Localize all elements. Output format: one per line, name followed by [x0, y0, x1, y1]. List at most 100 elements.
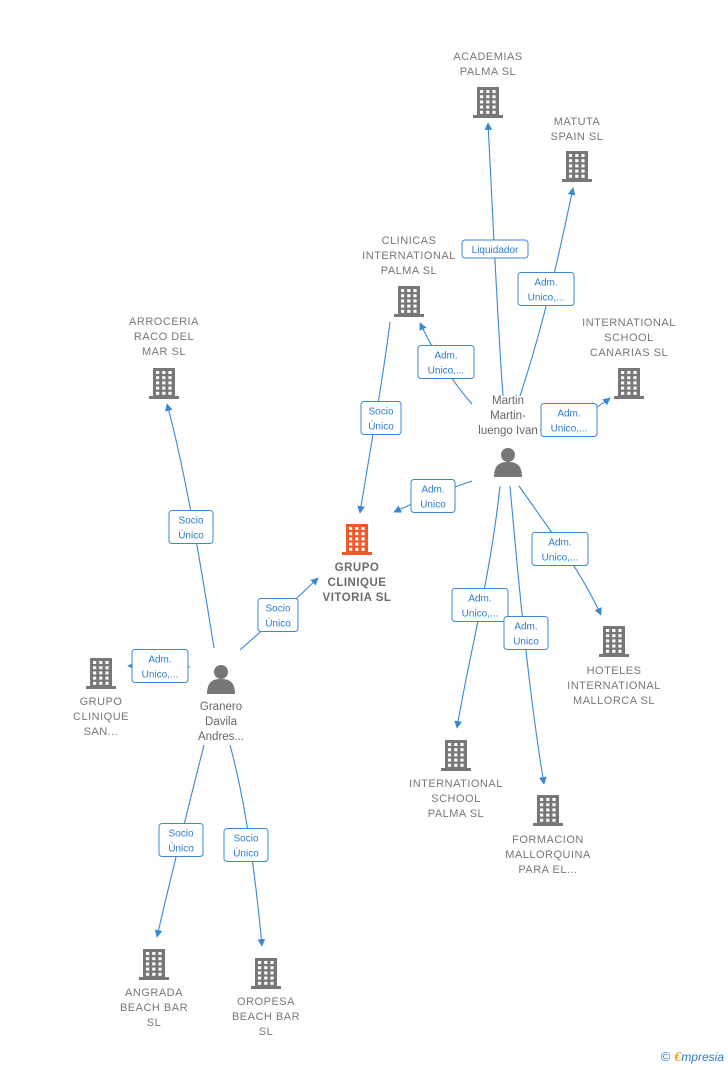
- node-label-line: SCHOOL: [604, 332, 653, 344]
- node-intl-canarias[interactable]: INTERNATIONAL SCHOOL CANARIAS SL: [582, 317, 676, 399]
- brand-logo-initial: €: [674, 1050, 682, 1065]
- node-label-line: MALLORCA SL: [573, 695, 655, 707]
- footer-brand[interactable]: ©€mpresia: [661, 1049, 724, 1066]
- node-label-line: CLINIQUE: [328, 577, 387, 589]
- edge-label-box: [503, 616, 549, 650]
- node-label-line: INTERNATIONAL: [362, 250, 456, 262]
- building-icon: [473, 87, 503, 118]
- node-label-line: luengo Ivan: [478, 425, 537, 437]
- edge-label-box: [360, 401, 402, 435]
- edge-label[interactable]: Adm. Unico,...: [417, 345, 475, 379]
- node-label-line: CLINIQUE: [73, 711, 129, 723]
- edge-label-text: Unico,...: [142, 670, 179, 681]
- edge-label-text: Adm.: [557, 409, 580, 420]
- node-label-line: CLINICAS: [382, 235, 437, 247]
- edge-label-text: Unico,...: [528, 293, 565, 304]
- edge-label-text: Adm.: [548, 538, 571, 549]
- building-icon: [614, 368, 644, 399]
- edge-label-text: Adm.: [514, 622, 537, 633]
- node-label-line: ARROCERIA: [129, 316, 199, 328]
- edge-label-text: Socio: [178, 516, 203, 527]
- building-icon: [441, 740, 471, 771]
- node-label-line: Granero: [200, 701, 242, 713]
- edge-label-text: Único: [265, 617, 291, 630]
- node-label-line: SL: [259, 1026, 273, 1038]
- node-label-line: SCHOOL: [431, 793, 480, 805]
- edge-label-text: Adm.: [468, 594, 491, 605]
- edge-label[interactable]: Adm. Unico,...: [540, 403, 598, 437]
- edge-label[interactable]: Adm.Unico: [410, 479, 456, 513]
- person-icon: [207, 665, 235, 694]
- brand-logo-text: mpresia: [681, 1050, 724, 1064]
- edge-label-text: Único: [368, 420, 394, 433]
- node-grupo-san[interactable]: GRUPOCLINIQUESAN...: [73, 658, 129, 738]
- node-label-line: MALLORQUINA: [505, 849, 591, 861]
- edge-label-text: Unico,...: [428, 366, 465, 377]
- node-label-line: CANARIAS SL: [590, 347, 668, 359]
- edge-label[interactable]: Adm. Unico,...: [517, 272, 575, 306]
- node-label-line: Davila: [205, 716, 238, 728]
- node-label-line: Martin: [492, 395, 524, 407]
- edge-label-text: Unico: [420, 500, 446, 511]
- edge-label[interactable]: Adm. Unico,...: [531, 532, 589, 566]
- edge-label-text: Socio: [168, 829, 193, 840]
- node-label-line: SL: [147, 1017, 161, 1029]
- edge-label-text: Socio: [368, 407, 393, 418]
- edge-label[interactable]: Adm.Unico,...: [451, 588, 509, 622]
- building-icon: [139, 949, 169, 980]
- building-icon: [251, 958, 281, 989]
- node-matuta[interactable]: MATUTA SPAIN SL: [551, 116, 604, 182]
- edge-label-box: [461, 239, 529, 259]
- edge-label-text: Liquidador: [472, 245, 519, 256]
- node-label-line: PALMA SL: [460, 66, 516, 78]
- building-icon: [562, 151, 592, 182]
- node-label-line: BEACH BAR: [232, 1011, 300, 1023]
- building-icon: [533, 795, 563, 826]
- edge-arrow-martin-to-academias: [484, 122, 504, 397]
- edge-label-text: Socio: [265, 604, 290, 615]
- edge-label-text: Único: [178, 529, 204, 542]
- edge-label-box: [410, 479, 456, 513]
- edge-label[interactable]: Adm.Unico,...: [131, 649, 189, 683]
- node-label-line: RACO DEL: [134, 331, 194, 343]
- node-label-line: INTERNATIONAL: [582, 317, 676, 329]
- node-label-line: SPAIN SL: [551, 131, 604, 143]
- node-label-line: ACADEMIAS: [453, 51, 522, 63]
- edge-label-box: [257, 598, 299, 632]
- edge-label-text: Adm.: [534, 278, 557, 289]
- edge-label-box: [131, 649, 189, 683]
- node-label-line: SAN...: [84, 726, 119, 738]
- edge-label-text: Unico,...: [551, 424, 588, 435]
- node-academias[interactable]: ACADEMIAS PALMA SL: [453, 51, 522, 118]
- edge-label-text: Socio: [233, 834, 258, 845]
- node-label-line: INTERNATIONAL: [567, 680, 661, 692]
- node-label-line: FORMACION: [512, 834, 584, 846]
- edge-label-text: Adm.: [434, 351, 457, 362]
- node-granero[interactable]: GraneroDavilaAndres...: [198, 665, 244, 743]
- node-label-line: GRUPO: [335, 562, 380, 574]
- edge-label-text: Único: [233, 847, 259, 860]
- person-icon: [494, 448, 522, 477]
- node-label-line: BEACH BAR: [120, 1002, 188, 1014]
- edge-label-text: Unico: [513, 637, 539, 648]
- edge-label-box: [540, 403, 598, 437]
- edge-label[interactable]: Adm. Unico: [503, 616, 549, 650]
- node-label-line: MATUTA: [554, 116, 601, 128]
- edge-label[interactable]: Liquidador: [461, 239, 529, 259]
- edge-label-text: Unico,...: [542, 553, 579, 564]
